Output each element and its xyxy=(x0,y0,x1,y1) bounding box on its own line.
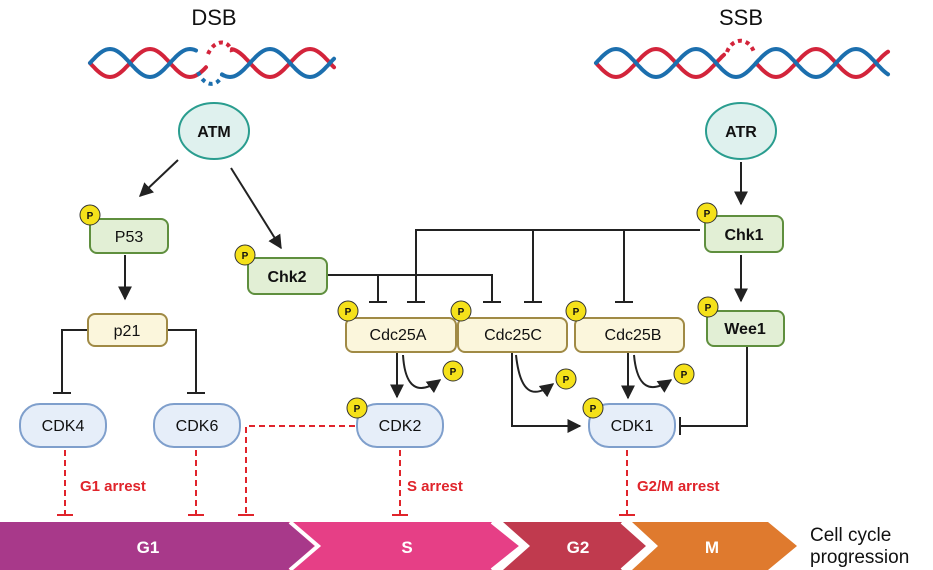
svg-text:P: P xyxy=(354,404,361,415)
chk1-label: Chk1 xyxy=(724,227,763,244)
svg-text:P: P xyxy=(573,307,580,318)
phospho-badges: P P P P P P P P P P P P xyxy=(79,202,719,419)
svg-text:P: P xyxy=(87,211,94,222)
phase-g2-label: G2 xyxy=(567,538,590,557)
arrest-lines xyxy=(57,425,635,516)
cdk6-node: CDK6 xyxy=(153,403,241,448)
p53-node: P53 xyxy=(89,218,169,254)
svg-text:P: P xyxy=(242,251,249,262)
cdk1-label: CDK1 xyxy=(611,418,654,435)
svg-text:P: P xyxy=(704,209,711,220)
cdk4-node: CDK4 xyxy=(19,403,107,448)
phospho-icon: P xyxy=(346,397,368,419)
phospho-icon: P xyxy=(673,363,695,385)
cdk4-label: CDK4 xyxy=(42,418,85,435)
phospho-icon: P xyxy=(565,300,587,322)
cdc25c-label: Cdc25C xyxy=(484,327,542,344)
cdc25b-label: Cdc25B xyxy=(605,327,662,344)
dna-double-strand-break-icon xyxy=(88,40,336,86)
phospho-icon: P xyxy=(555,368,577,390)
wee1-node: Wee1 xyxy=(706,310,785,347)
atr-sensor: ATR xyxy=(705,102,777,160)
phospho-icon: P xyxy=(442,360,464,382)
cdk6-label: CDK6 xyxy=(176,418,219,435)
phase-g1 xyxy=(0,522,318,570)
chk2-label: Chk2 xyxy=(267,269,306,286)
progression-label-line2: progression xyxy=(810,547,909,568)
phase-m xyxy=(632,522,797,570)
atm-sensor: ATM xyxy=(178,102,250,160)
ssb-title: SSB xyxy=(719,5,763,30)
phospho-icon: P xyxy=(337,300,359,322)
atr-label: ATR xyxy=(725,124,757,141)
cdc25b-node: Cdc25B xyxy=(574,317,685,353)
dsb-title: DSB xyxy=(191,5,236,30)
chk1-node: Chk1 xyxy=(704,215,784,253)
phospho-icon: P xyxy=(79,204,101,226)
cdc25c-node: Cdc25C xyxy=(457,317,568,353)
atm-label: ATM xyxy=(197,124,230,141)
phase-m-label: M xyxy=(705,538,719,557)
phase-g1-label: G1 xyxy=(137,538,160,557)
cdc25a-node: Cdc25A xyxy=(345,317,457,353)
pathway-connectors xyxy=(53,159,748,435)
phase-s xyxy=(288,522,522,570)
p21-node: p21 xyxy=(87,313,168,347)
svg-text:P: P xyxy=(705,303,712,314)
phospho-icon: P xyxy=(234,244,256,266)
svg-text:P: P xyxy=(458,307,465,318)
phase-s-label: S xyxy=(401,538,412,557)
phospho-icon: P xyxy=(697,296,719,318)
g1-arrest-label: G1 arrest xyxy=(80,478,146,495)
cell-cycle-bar: G1 S G2 M xyxy=(0,520,797,570)
svg-text:P: P xyxy=(590,404,597,415)
phospho-icon: P xyxy=(450,300,472,322)
g2m-arrest-label: G2/M arrest xyxy=(637,478,720,495)
svg-text:P: P xyxy=(450,367,457,378)
phase-g2 xyxy=(503,522,649,570)
p21-label: p21 xyxy=(114,323,141,340)
cdk2-node: CDK2 xyxy=(356,403,444,448)
dna-single-strand-break-icon xyxy=(594,38,890,80)
cdk2-label: CDK2 xyxy=(379,418,422,435)
s-arrest-label: S arrest xyxy=(407,478,463,495)
phospho-icon: P xyxy=(582,397,604,419)
phospho-icon: P xyxy=(696,202,718,224)
wee1-label: Wee1 xyxy=(724,321,766,338)
progression-label-line1: Cell cycle xyxy=(810,525,891,546)
cdk1-node: CDK1 xyxy=(588,403,676,448)
p53-label: P53 xyxy=(115,229,144,246)
svg-text:P: P xyxy=(563,375,570,386)
svg-text:P: P xyxy=(345,307,352,318)
svg-text:P: P xyxy=(681,370,688,381)
chk2-node: Chk2 xyxy=(247,257,328,295)
cdc25a-label: Cdc25A xyxy=(370,327,427,344)
